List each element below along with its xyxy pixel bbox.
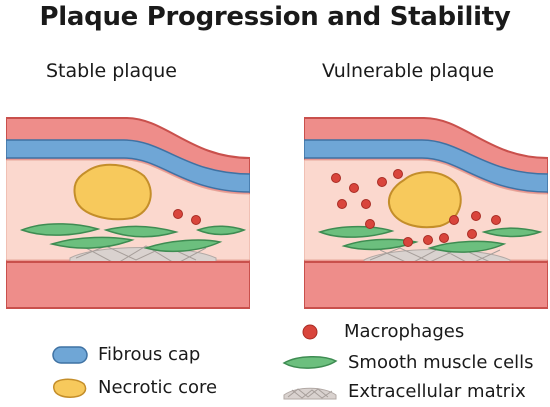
legend-necrotic-core-label: Necrotic core <box>98 377 218 398</box>
vessel-inner-wall <box>304 261 548 309</box>
legend-fibrous-cap-label: Fibrous cap <box>98 344 201 365</box>
smooth-muscle-cell-swatch-icon <box>282 355 338 369</box>
legend-macrophages-label: Macrophages <box>344 321 465 342</box>
fibrous-cap <box>304 139 548 193</box>
macrophages <box>331 169 501 247</box>
necrotic-core <box>73 163 152 221</box>
diagram-title: Plaque Progression and Stability <box>39 2 511 32</box>
legend-smooth-muscle-cells-label: Smooth muscle cells <box>348 352 534 373</box>
macrophages <box>173 209 201 225</box>
legend-fibrous-cap: Fibrous cap <box>52 344 200 365</box>
smooth-muscle-cells <box>317 225 543 253</box>
vessel-inner-wall <box>6 261 250 309</box>
necrotic-core-swatch-icon <box>53 378 87 398</box>
legend-necrotic-core: Necrotic core <box>52 377 217 398</box>
fibrous-cap <box>6 139 250 193</box>
vulnerable-plaque-vessel <box>304 117 548 309</box>
legend-smooth-muscle-cells: Smooth muscle cells <box>282 352 534 373</box>
legend-extracellular-matrix: Extracellular matrix <box>282 381 526 402</box>
stable-plaque-vessel <box>6 117 250 309</box>
smooth-muscle-cells <box>19 223 247 253</box>
legend-extracellular-matrix-label: Extracellular matrix <box>348 381 526 402</box>
vulnerable-plaque-label: Vulnerable plaque <box>322 60 495 82</box>
fibrous-cap-swatch-icon <box>52 345 88 364</box>
legend-macrophages: Macrophages <box>300 321 464 342</box>
stable-plaque-label: Stable plaque <box>46 60 177 82</box>
extracellular-matrix-swatch-icon <box>283 387 337 399</box>
necrotic-core <box>388 171 462 229</box>
macrophage-swatch-icon <box>302 324 318 339</box>
